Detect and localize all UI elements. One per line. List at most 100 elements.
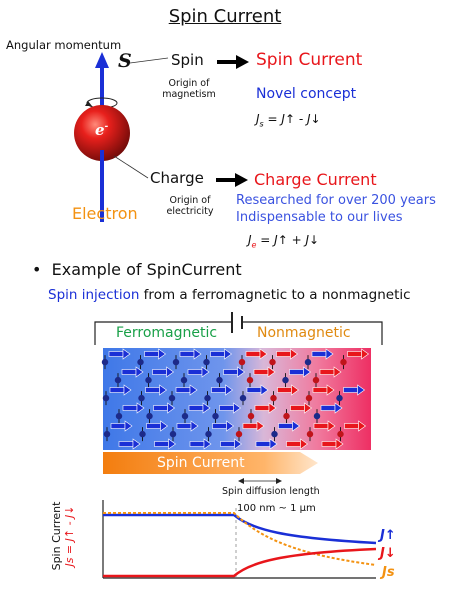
spin-dot bbox=[336, 394, 343, 402]
spin-dot bbox=[203, 358, 210, 366]
spin-dot bbox=[114, 376, 122, 384]
spin-dot bbox=[269, 358, 276, 366]
electron-label: Electron bbox=[72, 204, 138, 223]
j-down-curve bbox=[103, 547, 377, 578]
angular-momentum-label: Angular momentum bbox=[6, 38, 122, 52]
legend-j-down: J↓ bbox=[380, 546, 396, 561]
spin-arrow-icon bbox=[109, 384, 132, 396]
spin-dot bbox=[138, 394, 145, 402]
spin-arrow-icon bbox=[253, 366, 276, 378]
spin-arrow-icon bbox=[313, 420, 336, 432]
spin-arrow-icon bbox=[347, 348, 370, 360]
spin-arrow-icon bbox=[211, 384, 234, 396]
spin-arrow-icon bbox=[212, 420, 235, 432]
spin-dot bbox=[146, 412, 153, 420]
spin-arrow-icon bbox=[245, 348, 268, 360]
spin-dot bbox=[139, 430, 146, 438]
spin-dot bbox=[169, 430, 177, 438]
spin-arrow-icon bbox=[108, 348, 131, 360]
charge-current-equation: Je = J↑ + J↓ bbox=[248, 233, 320, 250]
spin-to-current-arrow bbox=[217, 55, 249, 69]
legend-j-up: J↑ bbox=[380, 528, 396, 543]
spin-dot bbox=[235, 430, 243, 438]
spin-arrow-icon bbox=[220, 438, 243, 450]
spin-dot bbox=[172, 358, 180, 366]
spin-arrow-icon bbox=[146, 420, 169, 432]
spin-dot bbox=[180, 376, 188, 384]
spin-dot bbox=[145, 376, 152, 384]
charge-current-label: Charge Current bbox=[254, 170, 377, 189]
spin-current-arrow-label: Spin Current bbox=[157, 455, 245, 471]
spin-arrow-icon bbox=[255, 438, 278, 450]
nonmagnetic-label: Nonmagnetic bbox=[257, 325, 351, 341]
j-up-curve bbox=[103, 513, 377, 545]
spin-arrow-icon bbox=[321, 438, 344, 450]
spin-arrow-icon bbox=[246, 384, 269, 396]
spin-arrow-icon bbox=[152, 366, 175, 378]
example-subtitle: Spin injection from a ferromagnetic to a… bbox=[48, 287, 411, 303]
spin-current-label: Spin Current bbox=[256, 50, 363, 70]
spin-dot bbox=[103, 430, 111, 438]
spin-arrow-icon bbox=[144, 348, 167, 360]
spin-arrow-icon bbox=[121, 366, 144, 378]
spin-dot bbox=[137, 358, 144, 366]
spin-label: Spin bbox=[171, 51, 204, 69]
spin-arrow-icon bbox=[223, 366, 246, 378]
spin-dot bbox=[205, 430, 212, 438]
spin-arrow-icon bbox=[175, 384, 198, 396]
spin-arrow-grid bbox=[101, 348, 370, 450]
spin-arrow-icon bbox=[289, 366, 312, 378]
legend-js: Js bbox=[382, 565, 395, 580]
spin-arrow-icon bbox=[344, 420, 367, 432]
spin-arrow-icon bbox=[277, 384, 300, 396]
spin-arrow-icon bbox=[286, 438, 309, 450]
spin-arrow-icon bbox=[188, 402, 211, 414]
spin-arrow-icon bbox=[320, 402, 343, 414]
spin-dot bbox=[168, 394, 176, 402]
spin-current-big-arrow bbox=[103, 452, 318, 474]
spin-arrow-icon bbox=[118, 438, 141, 450]
spin-dot bbox=[212, 412, 219, 420]
battery-circuit bbox=[94, 312, 383, 345]
spin-arrow-icon bbox=[254, 402, 277, 414]
spin-arrow-icon bbox=[154, 438, 177, 450]
spin-dot bbox=[313, 412, 321, 420]
js-curve bbox=[103, 512, 377, 566]
spin-dot bbox=[101, 358, 109, 366]
page-title: Spin Current bbox=[168, 6, 282, 27]
spin-arrow-icon bbox=[153, 402, 176, 414]
spin-arrow-icon bbox=[312, 384, 335, 396]
spin-arrow-icon bbox=[122, 402, 145, 414]
spin-dot bbox=[204, 394, 211, 402]
electron-sphere bbox=[74, 105, 130, 161]
spin-dot bbox=[283, 412, 290, 420]
spin-arrow-icon bbox=[110, 420, 133, 432]
diffusion-range-label: 100 nm ~ 1 µm bbox=[237, 503, 316, 514]
novel-concept-label: Novel concept bbox=[256, 86, 357, 102]
spin-arrow-icon bbox=[278, 420, 301, 432]
spin-arrow-icon bbox=[189, 438, 212, 450]
graph-y-axis-label: Spin Current Js = J↑ - J↓ bbox=[50, 501, 76, 571]
s-symbol: S bbox=[118, 50, 132, 72]
spin-dot bbox=[246, 376, 254, 384]
spin-arrow-icon bbox=[319, 366, 342, 378]
spin-current-equation: Js = J↑ - J↓ bbox=[256, 112, 321, 129]
spin-arrow-icon bbox=[311, 348, 334, 360]
spin-arrow-icon bbox=[290, 402, 313, 414]
charge-notes: Researched for over 200 years Indispensa… bbox=[236, 193, 436, 225]
spin-arrow-icon bbox=[242, 420, 265, 432]
diffusion-length-arrow bbox=[238, 478, 282, 484]
spin-dot bbox=[305, 394, 313, 402]
electron-symbol: e- bbox=[95, 121, 109, 139]
spin-dot bbox=[282, 376, 289, 384]
spin-dot bbox=[239, 394, 247, 402]
spin-dot bbox=[102, 394, 110, 402]
spin-dot bbox=[216, 376, 223, 384]
spin-arrow-icon bbox=[219, 402, 242, 414]
spin-dot bbox=[238, 358, 246, 366]
spin-dot bbox=[181, 412, 189, 420]
spin-dot bbox=[337, 430, 344, 438]
spin-dot bbox=[271, 430, 278, 438]
